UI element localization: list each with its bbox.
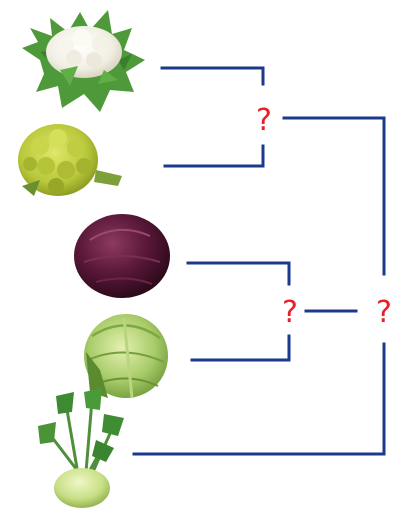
node-root-question: ?	[376, 295, 392, 330]
cauliflower-icon	[22, 10, 145, 112]
red-cabbage-icon	[74, 214, 170, 298]
branch-green-cabbage	[190, 334, 291, 362]
branch-red-cabbage	[186, 261, 291, 286]
node-lower-pair-question: ?	[282, 295, 298, 330]
node-upper-pair-question: ?	[256, 103, 272, 138]
branch-upper-to-root	[282, 116, 386, 276]
cladogram-branches	[132, 66, 386, 456]
branch-romanesco	[163, 144, 265, 168]
branch-kohlrabi	[132, 342, 386, 456]
kohlrabi-icon	[38, 388, 124, 508]
green-cabbage-icon	[84, 314, 168, 399]
romanesco-broccoli-icon	[18, 124, 122, 196]
branch-cauliflower	[160, 66, 265, 86]
